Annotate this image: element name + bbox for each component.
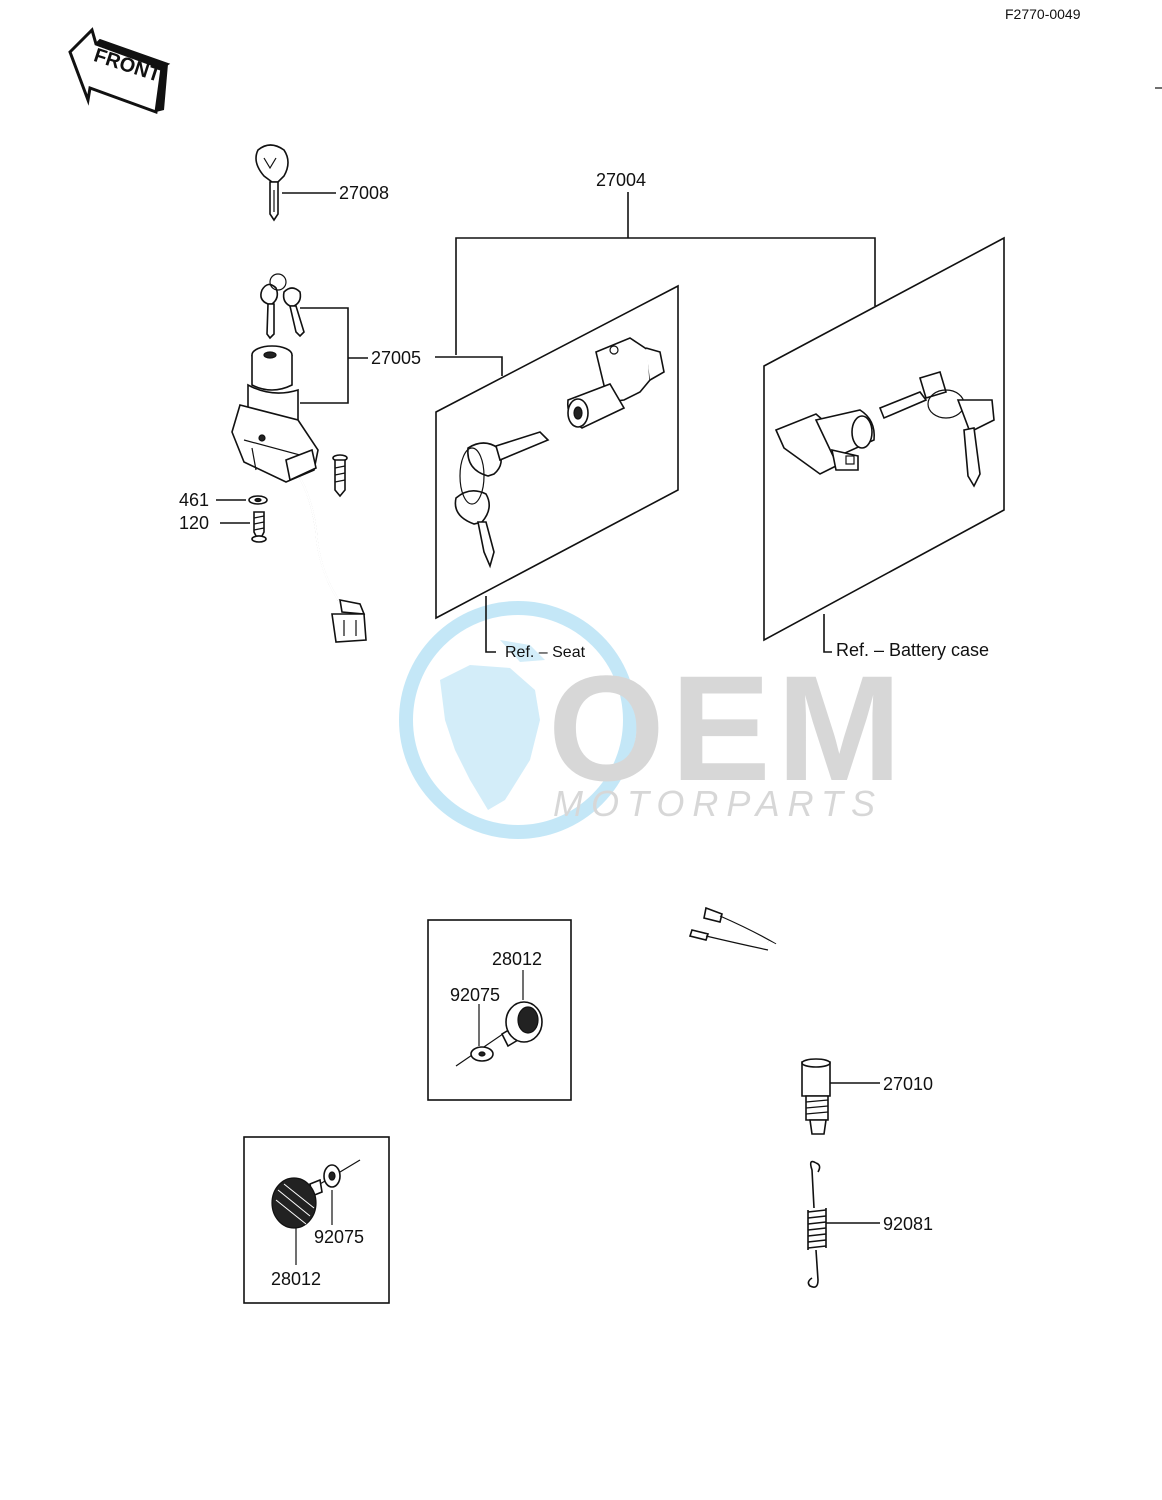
screw-120-icon: [251, 511, 267, 543]
battery-lock-panel: [763, 236, 1005, 642]
front-arrow-icon: FRONT: [68, 27, 171, 115]
reflector-upper-icon: [455, 1001, 543, 1067]
part-92081: 92081: [883, 1214, 933, 1234]
part-28012-upper: 28012: [492, 949, 542, 969]
ignition-switch-icon: [231, 273, 367, 643]
reflector-box-upper: [427, 919, 572, 1101]
spring-92081-icon: [807, 1160, 827, 1288]
watermark-brand: OEM: [548, 644, 908, 812]
part-92075-lower: 92075: [314, 1227, 364, 1247]
battery-lock-icon: [774, 409, 876, 475]
watermark-continents-icon: [440, 640, 545, 810]
watermark-globe-icon: [399, 601, 637, 839]
washer-461-icon: [248, 495, 268, 505]
seat-lock-icon: [566, 337, 665, 429]
part-27010: 27010: [883, 1074, 933, 1094]
part-27008: 27008: [339, 183, 389, 203]
reflector-lower-icon: [271, 1159, 361, 1229]
reflector-box-lower: [243, 1136, 390, 1304]
leader-battery: [823, 614, 832, 653]
watermark-tagline: MOTORPARTS: [553, 783, 883, 824]
part-27005: 27005: [371, 348, 421, 368]
ref-seat: Ref. – Seat: [505, 644, 586, 661]
part-92075-upper: 92075: [450, 985, 500, 1005]
bracket-27004: [455, 237, 876, 355]
watermark: OEM MOTORPARTS: [399, 601, 908, 839]
bracket-27005: [300, 307, 349, 404]
part-120: 120: [179, 513, 209, 533]
bracket-27005-kit: [435, 356, 503, 376]
ref-battery: Ref. – Battery case: [836, 640, 989, 660]
diagram-code: F2770-0049: [1005, 6, 1081, 22]
part-461: 461: [179, 490, 209, 510]
screw-right-icon: [332, 454, 348, 498]
switch-27010-icon: [688, 906, 831, 1135]
part-27004: 27004: [596, 170, 646, 190]
battery-keys-icon: [878, 371, 995, 488]
part-28012-lower: 28012: [271, 1269, 321, 1289]
leader-seat: [485, 596, 496, 653]
seat-lock-panel: [435, 284, 679, 620]
seat-keys-icon: [454, 431, 550, 569]
key-27008-icon: [255, 144, 289, 222]
